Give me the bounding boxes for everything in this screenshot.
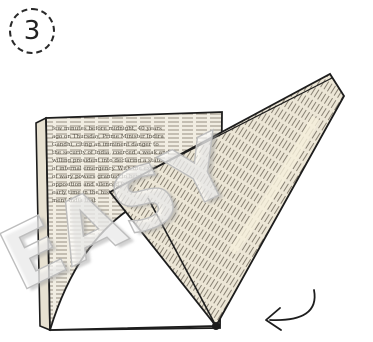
fold-arrowhead-icon [266, 308, 281, 330]
news-line: ago on Thursday, Prime Minister Indira [52, 134, 164, 140]
news-line: few minutes before midnight, 40 years [52, 126, 162, 132]
fold-arrow-icon [270, 290, 315, 320]
pivot-point [212, 322, 220, 330]
